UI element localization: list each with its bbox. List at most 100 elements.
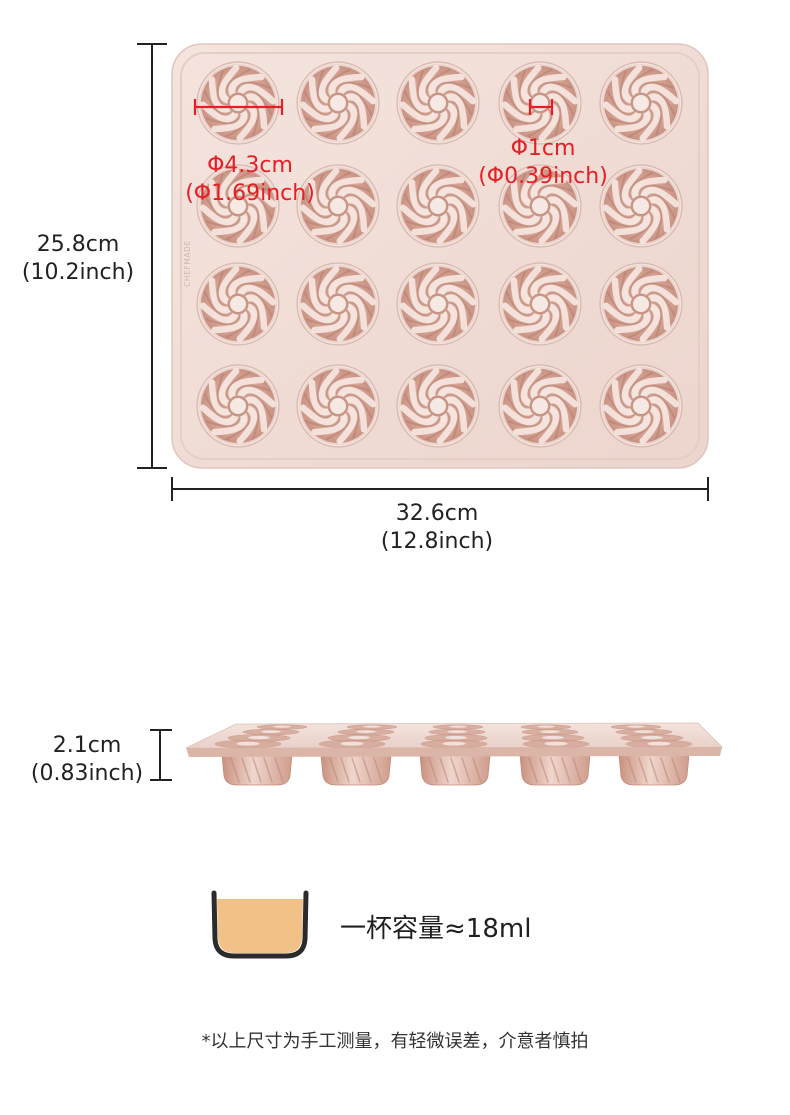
swirl-ridge xyxy=(640,83,680,105)
swirl-ridge xyxy=(647,196,671,233)
swirl-ridge xyxy=(437,284,477,306)
cavity-opening-tube xyxy=(544,741,568,746)
swirl-ridge xyxy=(437,83,477,105)
cavity xyxy=(498,61,582,145)
swirl-ridge xyxy=(199,204,239,226)
swirl-ridge xyxy=(328,274,365,298)
swirl-ridge xyxy=(344,196,368,233)
swirl-groove xyxy=(225,211,251,241)
swirl-groove xyxy=(403,90,433,116)
swirl-groove xyxy=(619,70,632,106)
swirl-ridge xyxy=(318,265,340,305)
swirl-groove xyxy=(216,70,229,106)
swirl-ridge xyxy=(399,302,439,324)
swirl-groove xyxy=(425,269,451,299)
swirl-groove xyxy=(628,108,654,138)
swirl-groove xyxy=(225,411,251,441)
swirl-groove xyxy=(347,301,360,337)
swirl-ridge xyxy=(436,205,458,245)
swirl-ridge xyxy=(614,412,651,436)
swirl-groove xyxy=(646,291,676,317)
cavity-bottom-ridge xyxy=(252,757,262,783)
embossed-brand-mark: CHEFMADE xyxy=(183,240,192,287)
swirl-groove xyxy=(405,313,441,326)
swirl-groove xyxy=(545,393,575,419)
cavity-bottom xyxy=(519,754,591,786)
swirl-ridge xyxy=(510,179,534,216)
swirl-groove xyxy=(447,203,460,239)
cavity-rim-highlight xyxy=(499,365,581,447)
swirl-groove xyxy=(303,193,333,219)
swirl-ridge xyxy=(299,404,339,426)
swirl-ridge xyxy=(428,376,465,400)
swirl-groove xyxy=(347,203,360,239)
cavity-bottom-ridge xyxy=(461,757,471,783)
cavity xyxy=(396,61,480,145)
swirl-groove xyxy=(447,403,460,439)
swirl-groove xyxy=(527,171,553,201)
swirl-groove xyxy=(425,371,451,401)
swirl-ridge xyxy=(437,386,477,408)
cavity xyxy=(599,164,683,248)
swirl-groove xyxy=(505,393,535,419)
cavity-rim-highlight xyxy=(499,165,581,247)
cavity-rim-highlight xyxy=(397,263,479,345)
cavity-rim-highlight xyxy=(197,365,279,447)
cavity-rim-highlight xyxy=(297,365,379,447)
cavity-bottom xyxy=(618,754,690,786)
swirl-ridge xyxy=(631,376,668,400)
height-dimension: 2.1cm (0.83inch) xyxy=(31,729,172,786)
cavity-bottom-ridge xyxy=(472,757,482,783)
swirl-groove xyxy=(247,301,260,337)
cavity-center-hole xyxy=(230,398,246,414)
swirl-groove xyxy=(619,271,632,307)
swirl-groove xyxy=(247,403,260,439)
swirl-groove xyxy=(325,269,351,299)
swirl-ridge xyxy=(501,101,541,123)
cavity-diameter-inch: (Φ1.69inch) xyxy=(185,181,315,206)
swirl-ridge xyxy=(336,205,358,245)
swirl-groove xyxy=(203,393,233,419)
swirl-groove xyxy=(235,282,271,295)
cup-icon xyxy=(211,890,309,959)
swirl-groove xyxy=(507,415,543,428)
swirl-ridge xyxy=(418,367,440,407)
swirl-groove xyxy=(447,100,460,136)
swirl-ridge xyxy=(602,302,642,324)
cavity-center-hole xyxy=(330,296,346,312)
swirl-groove xyxy=(549,203,562,239)
swirl-ridge xyxy=(336,303,358,343)
cavity-diameter-cm: Φ4.3cm xyxy=(207,153,293,178)
swirl-groove xyxy=(343,291,373,317)
length-label-cm: 32.6cm xyxy=(396,501,479,526)
swirl-groove xyxy=(305,313,341,326)
cavity xyxy=(196,262,280,346)
cavity-opening-tube xyxy=(540,730,560,733)
cavity-opening-tube xyxy=(634,730,654,733)
cavity-center-hole xyxy=(230,198,246,214)
cavity-center-hole xyxy=(532,95,548,111)
cavity-center-hole xyxy=(430,95,446,111)
swirl-ridge xyxy=(530,376,567,400)
swirl-ridge xyxy=(199,404,239,426)
swirl-ridge xyxy=(344,294,368,331)
cavity-bottom-ridge xyxy=(539,757,549,783)
swirl-groove xyxy=(443,193,473,219)
cavity-opening-tube xyxy=(348,735,370,740)
swirl-groove xyxy=(518,373,531,409)
cavity-rim-highlight xyxy=(297,62,379,144)
cavity-center-hole xyxy=(230,296,246,312)
swirl-groove xyxy=(650,100,663,136)
swirl-groove xyxy=(403,393,433,419)
cavity xyxy=(296,364,380,448)
cup-liquid xyxy=(217,899,303,953)
swirl-ridge xyxy=(336,405,358,445)
length-label-inch: (12.8inch) xyxy=(381,529,493,554)
cavity-rim-highlight xyxy=(600,365,682,447)
swirl-ridge xyxy=(218,265,240,305)
swirl-groove xyxy=(225,68,251,98)
swirl-ridge xyxy=(614,212,651,236)
swirl-ridge xyxy=(244,93,268,130)
cavity-bottom-ridge xyxy=(550,757,560,783)
